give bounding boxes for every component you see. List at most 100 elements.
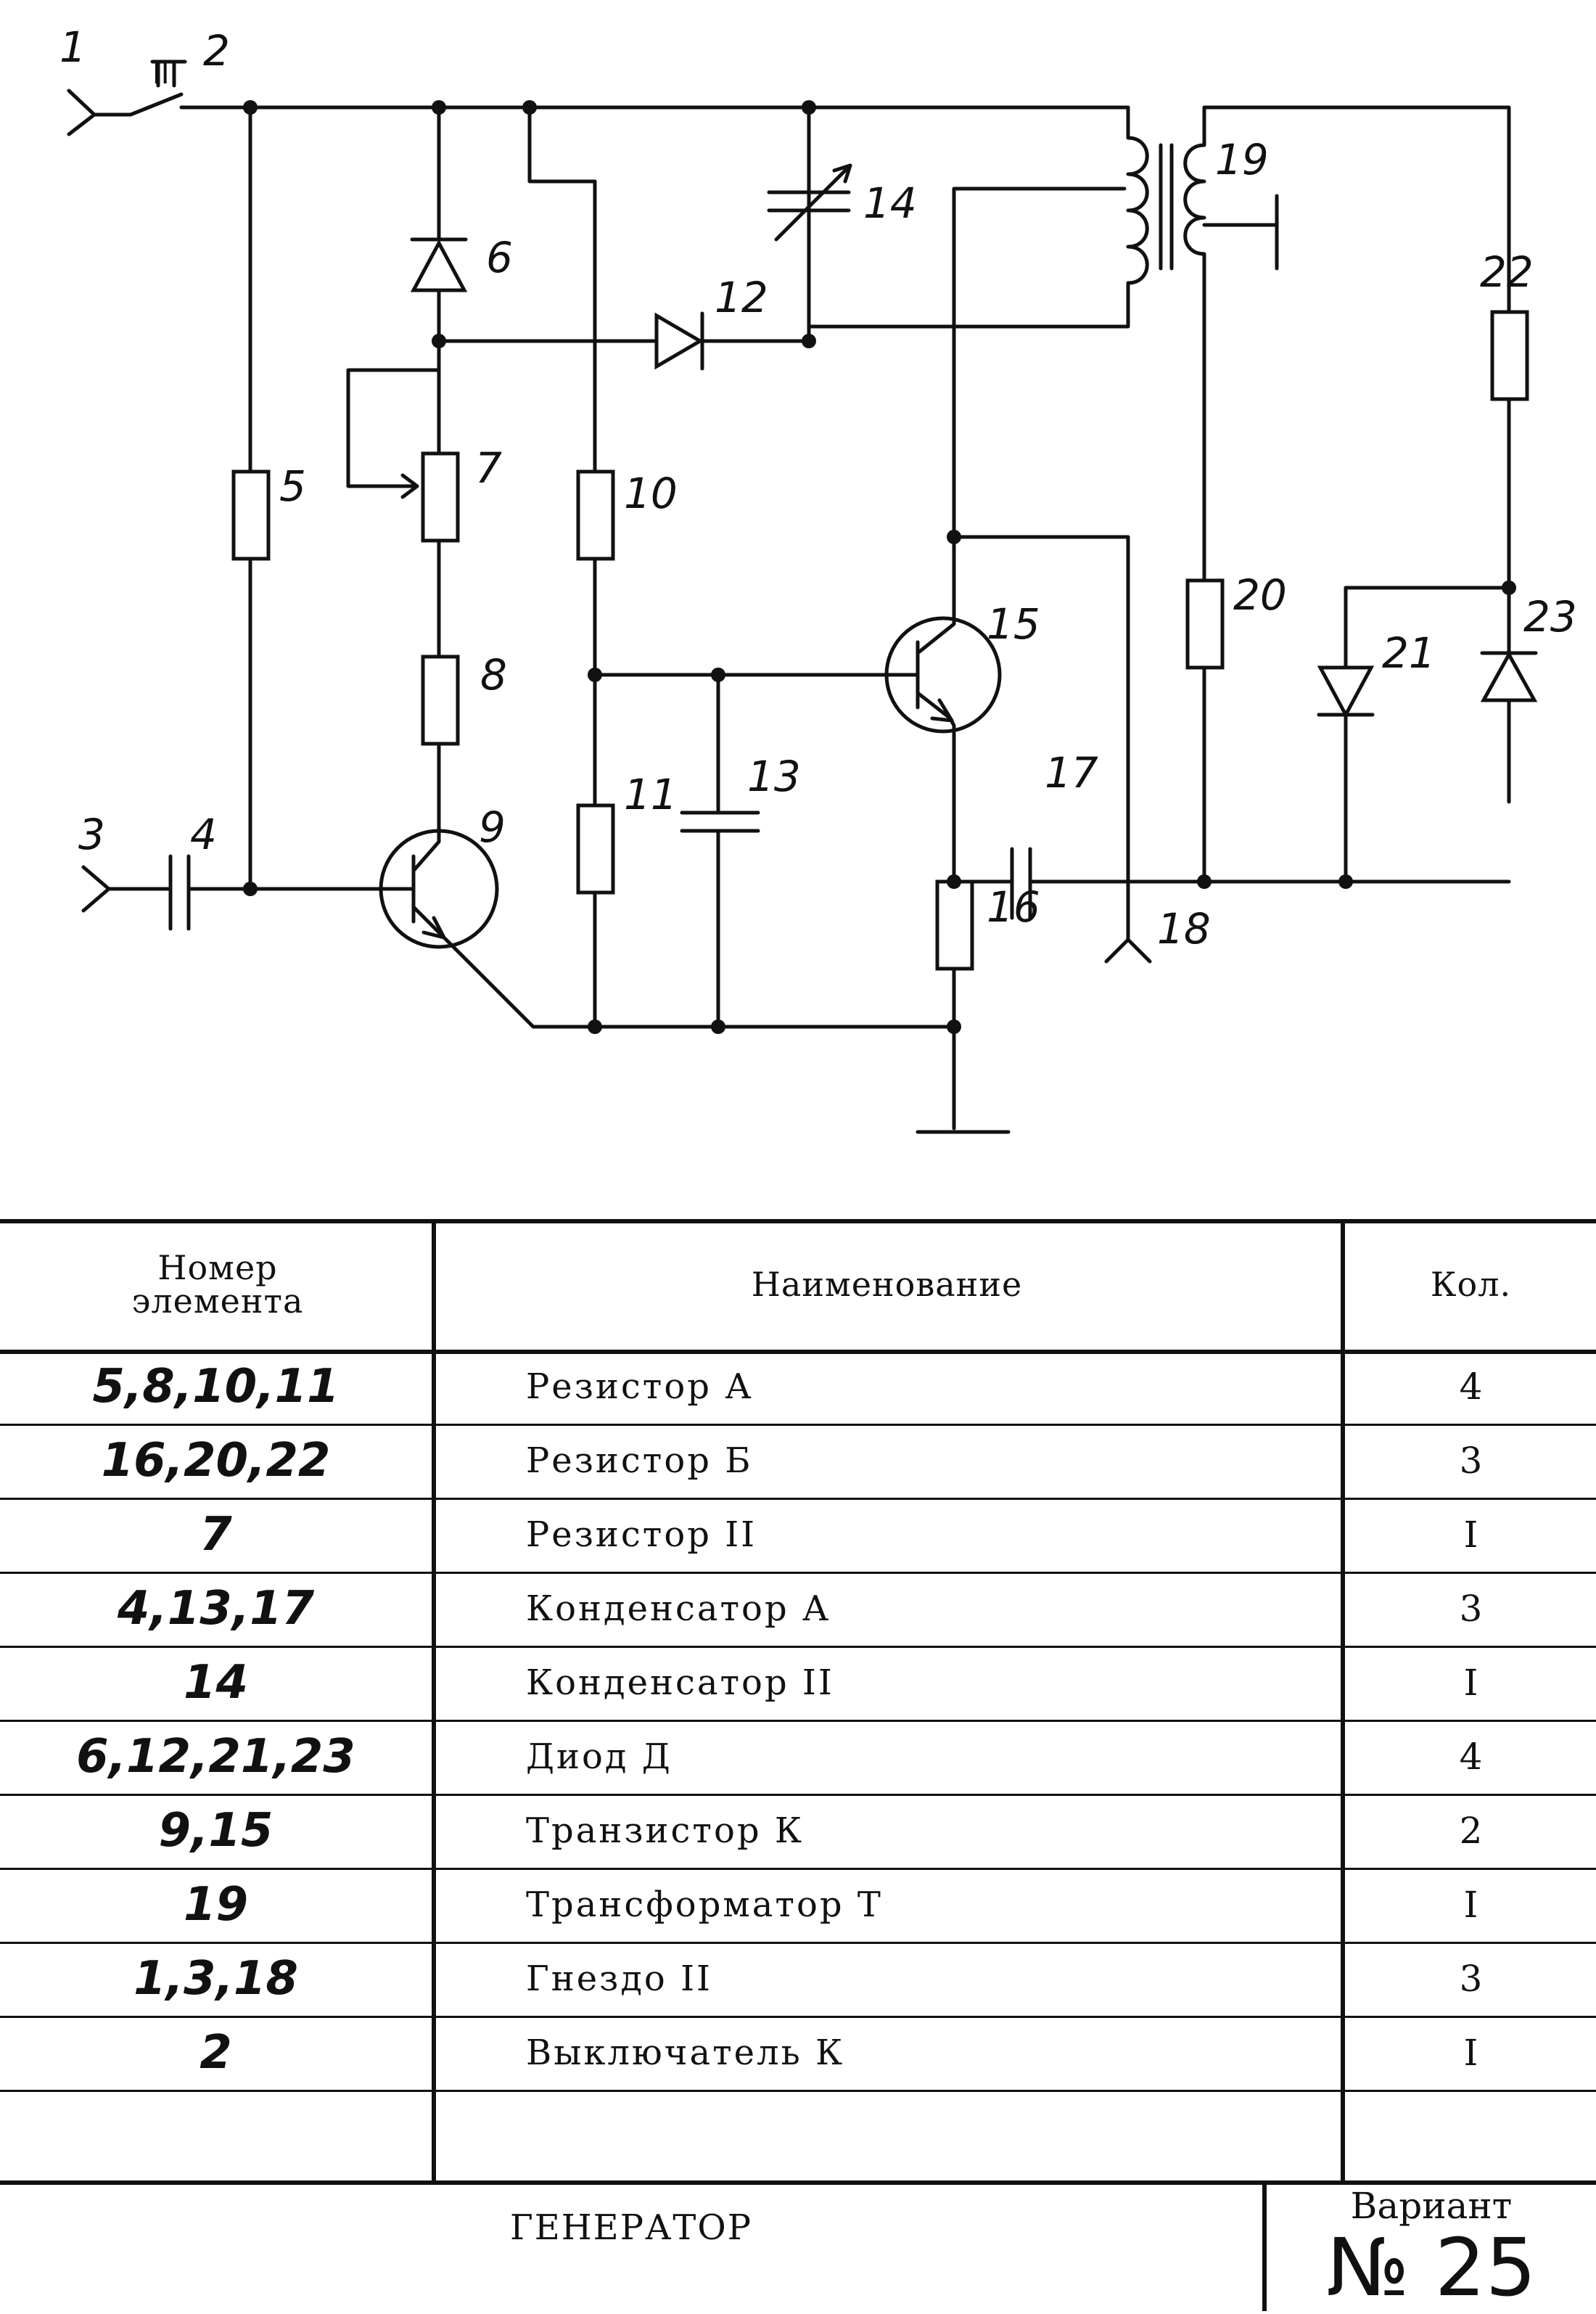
row-name: Диод Д <box>526 1736 672 1777</box>
row-qty: I <box>1463 1662 1478 1704</box>
potentiometer-7 <box>421 451 460 543</box>
drawing-title: ГЕНЕРАТОР <box>509 2207 753 2248</box>
row-qty: 2 <box>1459 1810 1483 1852</box>
label-21: 21 <box>1382 628 1436 678</box>
variant-number: № 25 <box>1326 2221 1537 2314</box>
label-14: 14 <box>863 179 917 228</box>
row-number: 6,12,21,23 <box>76 1730 355 1784</box>
resistor-5 <box>231 469 271 561</box>
row-name: Транзистор К <box>526 1810 804 1851</box>
resistor-16 <box>935 879 974 971</box>
row-qty: I <box>1463 1514 1478 1556</box>
diode-23 <box>1480 650 1538 702</box>
label-6: 6 <box>486 233 513 282</box>
wire-secondary-top <box>1202 105 1511 314</box>
row-name: Конденсатор II <box>526 1662 834 1703</box>
label-18: 18 <box>1157 904 1211 953</box>
column-divider <box>432 1219 436 2180</box>
row-number: 16,20,22 <box>101 1434 331 1488</box>
row-divider <box>0 1572 1596 1574</box>
capacitor-13 <box>680 811 760 833</box>
header-name: Наименование <box>751 1265 1023 1304</box>
label-1: 1 <box>59 22 86 72</box>
row-qty: 3 <box>1459 1958 1483 2000</box>
row-number: 1,3,18 <box>133 1952 298 2006</box>
row-name: Выключатель К <box>526 2032 845 2073</box>
row-divider <box>0 1942 1596 1944</box>
capacitor-17 <box>1010 847 1032 920</box>
socket-18 <box>1104 938 1152 964</box>
row-number: 9,15 <box>158 1804 273 1858</box>
diode-21 <box>1317 665 1375 719</box>
label-11: 11 <box>624 770 678 819</box>
row-name: Резистор А <box>526 1366 754 1407</box>
switch-2 <box>92 60 197 117</box>
label-3: 3 <box>78 810 105 859</box>
wire-collector-15 <box>952 186 1130 942</box>
row-name: Гнездо II <box>526 1958 712 1999</box>
label-17: 17 <box>1045 748 1098 797</box>
diode-6 <box>410 239 468 292</box>
capacitor-4 <box>168 854 191 931</box>
label-12: 12 <box>715 273 768 322</box>
row-divider <box>0 1498 1596 1500</box>
row-name: Трансформатор Т <box>526 1884 883 1925</box>
label-16: 16 <box>987 882 1040 932</box>
label-19: 19 <box>1215 135 1269 184</box>
row-name: Резистор II <box>526 1514 757 1555</box>
wire-ground <box>916 967 1011 1134</box>
transistor-15 <box>884 616 1002 734</box>
diode-12 <box>654 312 704 370</box>
label-20: 20 <box>1233 570 1287 620</box>
socket-1 <box>67 89 96 136</box>
table-header-border <box>0 1350 1596 1354</box>
row-divider <box>0 2090 1596 2092</box>
label-13: 13 <box>747 752 801 801</box>
row-divider <box>0 1646 1596 1648</box>
resistor-11 <box>576 803 615 895</box>
socket-3 <box>81 865 111 913</box>
row-number: 14 <box>183 1656 249 1710</box>
row-name: Конденсатор А <box>526 1588 831 1629</box>
table-top-border <box>0 1219 1596 1223</box>
label-8: 8 <box>480 650 507 699</box>
junction-dots <box>243 100 1516 1034</box>
label-10: 10 <box>624 469 678 518</box>
row-qty: 3 <box>1459 1588 1483 1630</box>
table-bottom-border <box>0 2180 1596 2185</box>
row-number: 5,8,10,11 <box>92 1360 340 1414</box>
wire-r22-d23 <box>1344 397 1511 590</box>
row-qty: I <box>1463 2032 1478 2074</box>
header-qty: Кол. <box>1430 1265 1512 1304</box>
row-number: 2 <box>200 2026 232 2080</box>
row-qty: 4 <box>1459 1366 1483 1408</box>
resistor-20 <box>1185 578 1225 670</box>
label-5: 5 <box>279 461 306 511</box>
label-9: 9 <box>479 803 506 852</box>
variant-label: Вариант <box>1350 2185 1513 2227</box>
row-divider <box>0 1424 1596 1426</box>
row-divider <box>0 1720 1596 1722</box>
row-name: Резистор Б <box>526 1440 753 1481</box>
transformer-19-secondary <box>1183 105 1279 583</box>
transformer-19-primary <box>807 105 1149 329</box>
row-divider <box>0 2016 1596 2018</box>
row-number: 7 <box>200 1508 232 1562</box>
resistor-10 <box>576 469 615 561</box>
footer-divider <box>1262 2180 1267 2311</box>
label-4: 4 <box>190 810 217 859</box>
label-15: 15 <box>987 599 1040 649</box>
row-divider <box>0 1794 1596 1796</box>
row-divider <box>0 1868 1596 1870</box>
resistor-22 <box>1490 310 1529 401</box>
label-22: 22 <box>1480 247 1534 297</box>
row-number: 19 <box>183 1878 249 1932</box>
label-7: 7 <box>475 443 502 493</box>
row-qty: 4 <box>1459 1736 1483 1778</box>
potentiometer-7-wiper <box>346 368 441 499</box>
transistor-9-leads <box>381 821 956 1029</box>
label-2: 2 <box>203 26 230 75</box>
row-qty: 3 <box>1459 1440 1483 1482</box>
